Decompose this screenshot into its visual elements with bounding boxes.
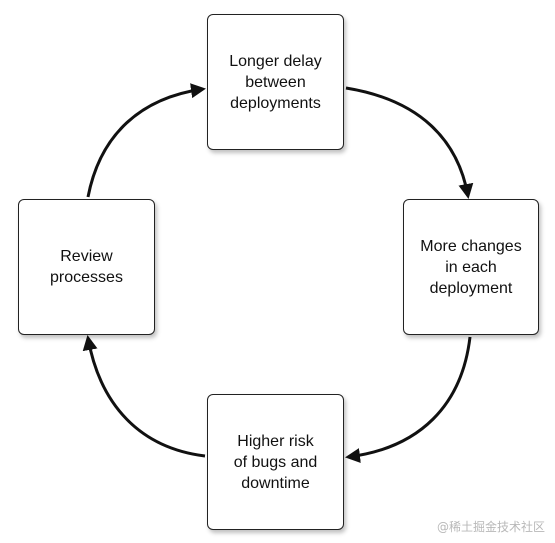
watermark-text: @稀土掘金技术社区: [436, 520, 545, 534]
node-more-changes: More changes in each deployment: [403, 199, 539, 335]
arrow-left-to-top: [86, 83, 206, 198]
arrow-top-to-right: [345, 86, 474, 199]
arrow-bottom-to-left: [82, 335, 206, 458]
arrow-right-to-bottom: [345, 336, 472, 463]
node-higher-risk: Higher risk of bugs and downtime: [207, 394, 344, 530]
node-review-processes: Review processes: [18, 199, 155, 335]
node-longer-delay: Longer delay between deployments: [207, 14, 344, 150]
